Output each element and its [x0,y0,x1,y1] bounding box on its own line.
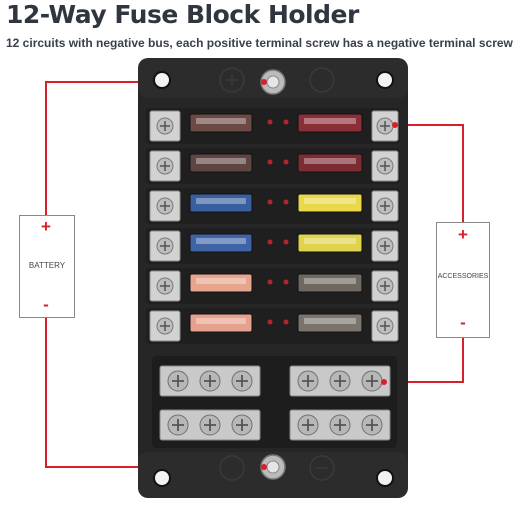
positive-stud [260,69,286,95]
bus-screw [167,414,189,436]
indicator-led [267,159,273,165]
indicator-led [267,119,273,125]
page-subtitle: 12 circuits with negative bus, each posi… [6,36,513,50]
fuse [189,233,253,253]
terminal-screw [156,117,174,135]
bus-screw [297,414,319,436]
fuse [297,153,363,173]
terminal-screw [376,197,394,215]
fuse [189,273,253,293]
bus-screw [231,414,253,436]
accessories-label: ACCESSORIES [437,273,489,280]
plus-emboss-icon [219,67,245,93]
fuse-row [146,308,400,344]
fuse-rows [146,108,400,344]
fuse [189,113,253,133]
mount-hole [153,469,171,487]
indicator-led [283,319,289,325]
fuse [297,193,363,213]
bus-screw [199,414,221,436]
indicator-led [283,199,289,205]
indicator-led [267,199,273,205]
bus-screw [361,414,383,436]
indicator-led [267,319,273,325]
indicator-led [267,239,273,245]
fuse [189,313,253,333]
page-title: 12-Way Fuse Block Holder [6,0,359,29]
minus-emboss-icon [309,455,335,481]
accessories-positive-sign: + [458,225,468,244]
terminal-screw [376,117,394,135]
negative-stud [260,454,286,480]
terminal-screw [376,317,394,335]
battery-box [19,215,75,318]
battery-negative-sign: - [43,295,49,314]
terminal-screw [156,197,174,215]
indicator-led [283,239,289,245]
fuse [189,153,253,173]
bus-screw [231,370,253,392]
fuse [297,113,363,133]
fuse [297,273,363,293]
battery-positive-sign: + [41,217,51,236]
terminal-screw [376,237,394,255]
fuse-row [146,188,400,224]
fuse-row [146,108,400,144]
fuse-block-illustration [45,58,464,498]
accessories-negative-wire [384,338,464,383]
terminal-screw [156,237,174,255]
indicator-led [283,159,289,165]
accessories-box [436,222,490,338]
bus-screw [329,370,351,392]
fuse [189,193,253,213]
bus-screw [361,370,383,392]
accessories-positive-wire [395,124,464,222]
indicator-led [283,279,289,285]
indicator-led [283,119,289,125]
fuse [297,233,363,253]
bus-screw [167,370,189,392]
terminal-screw [376,157,394,175]
fuse-row [146,228,400,264]
bus-screw [297,370,319,392]
terminal-screw [156,157,174,175]
terminal-screw [156,277,174,295]
bus-screw [329,414,351,436]
accessories-negative-sign: - [460,313,466,332]
battery-label: BATTERY [28,261,66,270]
mount-hole [376,469,394,487]
ground-bus [152,356,397,448]
bus-screw [199,370,221,392]
fuse-row [146,268,400,304]
fuse-row [146,148,400,184]
indicator-led [267,279,273,285]
terminal-screw [156,317,174,335]
terminal-screw [376,277,394,295]
fuse [297,313,363,333]
mount-hole [153,71,171,89]
mount-hole [376,71,394,89]
